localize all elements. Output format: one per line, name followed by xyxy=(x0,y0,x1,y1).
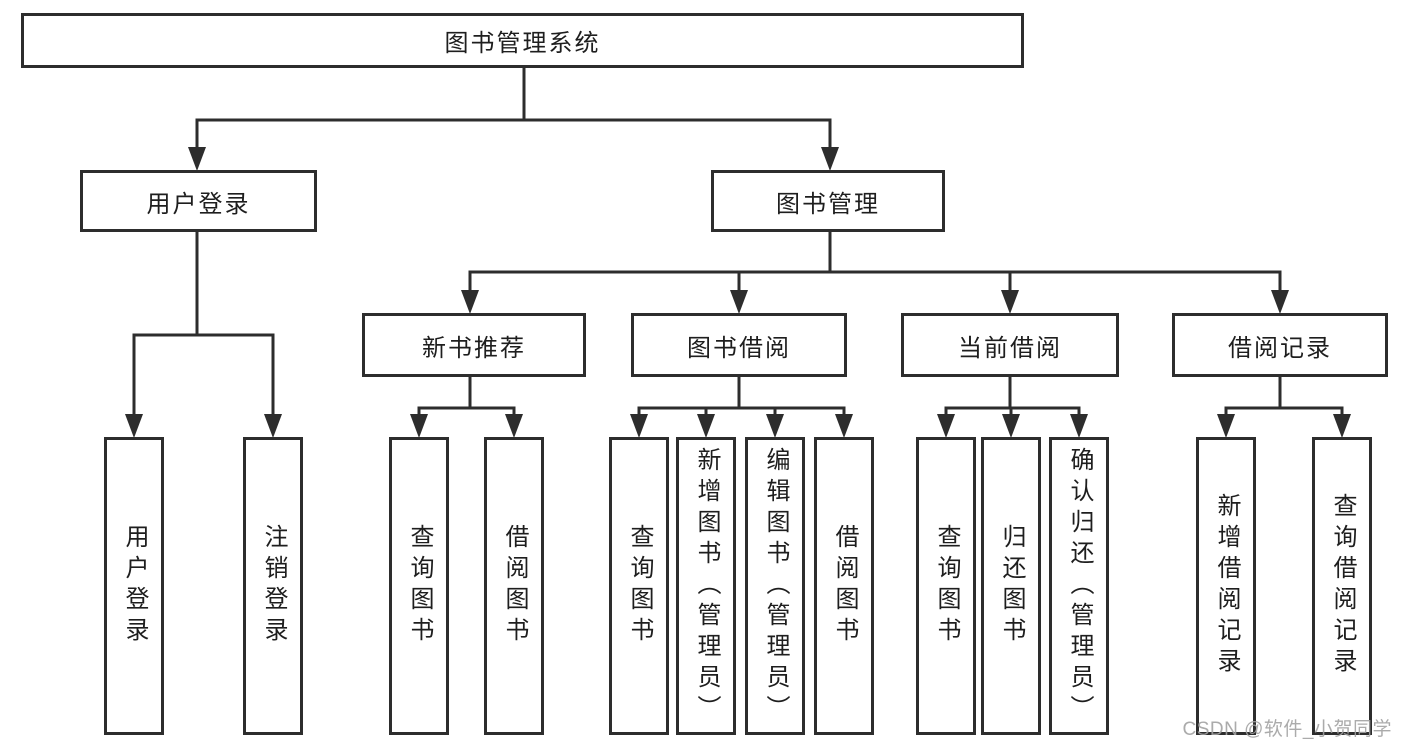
node-new-book-recommend: 新书推荐 xyxy=(362,313,586,377)
leaf-query-borrow-record: 查询借阅记录 xyxy=(1312,437,1372,735)
node-new-book-recommend-label: 新书推荐 xyxy=(422,334,526,362)
node-current-borrowing: 当前借阅 xyxy=(901,313,1119,377)
watermark: CSDN @软件_小贺同学 xyxy=(1182,719,1392,740)
leaf-query-borrow-record-label: 查询借阅记录 xyxy=(1329,493,1356,679)
node-user-login-label: 用户登录 xyxy=(146,190,251,218)
leaf-query-books-current: 查询图书 xyxy=(916,437,976,735)
node-book-borrowing: 图书借阅 xyxy=(631,313,847,377)
node-borrowing-records: 借阅记录 xyxy=(1172,313,1388,377)
leaf-logout-login-label: 注销登录 xyxy=(260,524,287,648)
leaf-confirm-return-admin-label: 确认归还（管理员） xyxy=(1066,446,1093,726)
leaf-query-books-recommend: 查询图书 xyxy=(389,437,449,735)
leaf-add-books-admin: 新增图书（管理员） xyxy=(676,437,736,735)
node-root-label: 图书管理系统 xyxy=(444,30,601,57)
leaf-edit-books-admin: 编辑图书（管理员） xyxy=(745,437,805,735)
leaf-user-login: 用户登录 xyxy=(104,437,164,735)
leaf-query-books-current-label: 查询图书 xyxy=(933,524,960,648)
leaf-return-books: 归还图书 xyxy=(981,437,1041,735)
leaf-add-borrow-record: 新增借阅记录 xyxy=(1196,437,1256,735)
arrowheads xyxy=(125,147,1351,438)
leaf-add-borrow-record-label: 新增借阅记录 xyxy=(1213,493,1240,679)
leaf-query-books-borrowing: 查询图书 xyxy=(609,437,669,735)
leaf-borrow-books-recommend-label: 借阅图书 xyxy=(501,524,528,648)
leaf-borrow-books-recommend: 借阅图书 xyxy=(484,437,544,735)
leaf-add-books-admin-label: 新增图书（管理员） xyxy=(693,446,720,726)
node-borrowing-records-label: 借阅记录 xyxy=(1228,334,1332,362)
leaf-edit-books-admin-label: 编辑图书（管理员） xyxy=(762,446,789,726)
leaf-borrow-books-borrowing-label: 借阅图书 xyxy=(831,524,858,648)
node-book-management: 图书管理 xyxy=(711,170,945,232)
leaf-query-books-borrowing-label: 查询图书 xyxy=(626,524,653,648)
leaf-borrow-books-borrowing: 借阅图书 xyxy=(814,437,874,735)
leaf-return-books-label: 归还图书 xyxy=(998,524,1025,648)
leaf-user-login-label: 用户登录 xyxy=(121,524,148,648)
leaf-logout-login: 注销登录 xyxy=(243,437,303,735)
leaf-query-books-recommend-label: 查询图书 xyxy=(406,524,433,648)
node-user-login: 用户登录 xyxy=(80,170,317,232)
node-book-management-label: 图书管理 xyxy=(776,190,880,218)
node-current-borrowing-label: 当前借阅 xyxy=(958,334,1062,362)
node-root: 图书管理系统 xyxy=(21,13,1024,68)
node-book-borrowing-label: 图书借阅 xyxy=(687,334,791,362)
leaf-confirm-return-admin: 确认归还（管理员） xyxy=(1049,437,1109,735)
